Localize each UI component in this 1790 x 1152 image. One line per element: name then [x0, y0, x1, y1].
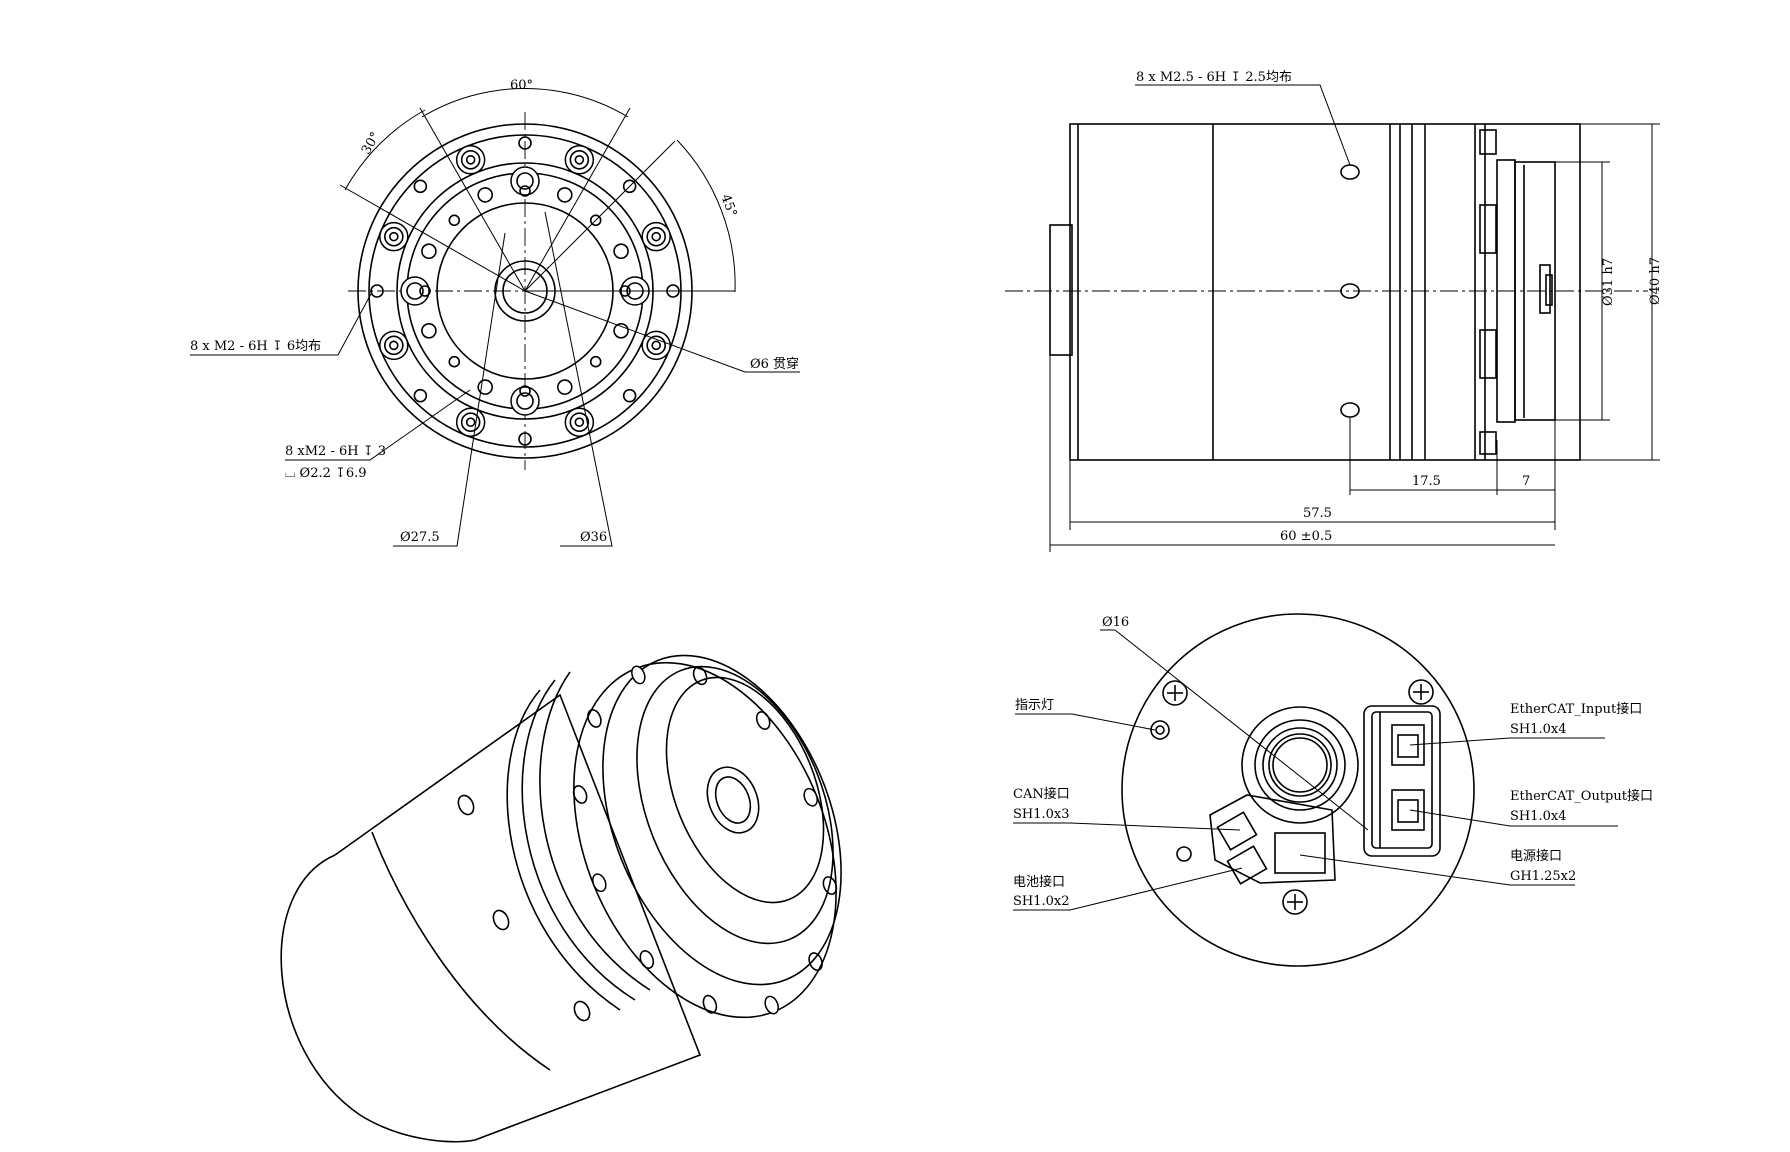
dim-57-5-label: 57.5	[1303, 506, 1332, 521]
outer-bolt-socket	[574, 417, 585, 427]
power-label-2: GH1.25x2	[1510, 869, 1576, 884]
inner-thread-hole	[589, 355, 602, 368]
outer-thread-hole	[518, 432, 532, 446]
flange-bolt-hole	[702, 994, 718, 1014]
mid-hole	[613, 322, 629, 339]
outer-bolt-head	[460, 150, 481, 170]
inner-thread-note-2: ⌴ Ø2.2 ↧6.9	[285, 466, 367, 481]
ecat-output-label-1: EtherCAT_Output接口	[1510, 788, 1653, 804]
mounting-holes	[370, 136, 680, 446]
outer-bolt-socket	[389, 340, 399, 351]
dia-27-5-label: Ø27.5	[400, 530, 440, 545]
inner-thread-hole	[448, 355, 461, 368]
outer-thread-hole	[622, 179, 637, 194]
dia-16-label: Ø16	[1102, 615, 1129, 630]
mid-hole	[477, 187, 494, 203]
dim-60-label: 60 ±0.5	[1280, 529, 1332, 544]
inner-thread-hole	[419, 285, 431, 297]
outer-bolt	[641, 221, 671, 252]
outer-bolt	[641, 330, 671, 361]
dia-40-label: Ø40 h7	[1648, 257, 1663, 305]
outer-bolt-head	[646, 335, 666, 356]
outer-bolt-head	[569, 150, 590, 170]
side-view: 8 x M2.5 - 6H ↧ 2.5均布 Ø31 h7 Ø40 h7 17.5…	[1005, 70, 1663, 552]
outer-bolt-socket	[651, 340, 661, 351]
outer-bolt-socket	[651, 231, 661, 242]
side-thread-note: 8 x M2.5 - 6H ↧ 2.5均布	[1136, 70, 1292, 85]
mid-hole	[421, 243, 437, 260]
inner-screw	[400, 276, 430, 306]
mid-hole	[556, 379, 573, 395]
flange-bolt-hole	[587, 708, 602, 728]
flange-bolt-hole	[755, 711, 771, 730]
outer-bolt-socket	[389, 231, 399, 242]
battery-label-2: SH1.0x2	[1013, 894, 1070, 909]
outer-thread-note: 8 x M2 - 6H ↧ 6均布	[190, 339, 321, 354]
ecat-input-label-1: EtherCAT_Input接口	[1510, 701, 1642, 717]
angle-60-label: 60°	[510, 78, 533, 93]
outer-bolt	[455, 145, 486, 175]
outer-bolt-head	[384, 335, 404, 356]
front-view: 60° 30° 45° 8 x M2 - 6H ↧ 6均布 8 xM2 - 6H…	[190, 78, 800, 547]
outer-bolt-head	[569, 412, 590, 432]
inner-thread-hole	[589, 214, 602, 227]
rear-view: Ø16 指示灯 CAN接口 SH1.0x3 电池接口 SH1.0x2 Ether…	[1013, 613, 1653, 967]
inner-thread-hole	[448, 214, 461, 227]
outer-thread-hole	[370, 284, 384, 298]
inner-screw-head	[516, 172, 534, 190]
mid-hole	[421, 322, 437, 339]
mid-hole	[613, 243, 629, 260]
power-label-1: 电源接口	[1510, 848, 1562, 864]
outer-thread-hole	[413, 179, 428, 194]
outer-thread-hole	[622, 388, 637, 403]
dim-7-label: 7	[1522, 474, 1530, 489]
outer-bolt	[379, 221, 409, 252]
angle-45-label: 45°	[717, 192, 739, 219]
flange-bolt-hole	[808, 952, 823, 972]
bore-note: Ø6 贯穿	[750, 356, 799, 372]
inner-screw	[510, 386, 540, 416]
flange-bolt-hole	[803, 787, 818, 807]
outer-bolt	[564, 407, 595, 437]
outer-bolt	[564, 145, 595, 175]
inner-thread-hole	[519, 385, 531, 397]
outer-bolt-socket	[465, 155, 476, 165]
inner-thread-note-1: 8 xM2 - 6H ↧ 3	[285, 444, 386, 459]
outer-bolt-socket	[465, 417, 476, 427]
indicator-label: 指示灯	[1015, 698, 1054, 713]
dia-31-label: Ø31 h7	[1601, 258, 1616, 306]
outer-bolt-head	[384, 226, 404, 247]
outer-bolt	[379, 330, 409, 361]
can-label-1: CAN接口	[1013, 786, 1070, 802]
flange-bolt-hole	[639, 950, 655, 969]
dim-17-5-label: 17.5	[1412, 474, 1441, 489]
flange-bolt-hole	[822, 876, 838, 895]
flange-bolt-hole	[631, 665, 646, 685]
dia-36-label: Ø36	[580, 530, 607, 545]
outer-thread-hole	[413, 388, 428, 403]
inner-thread-hole	[519, 185, 531, 197]
ecat-output-label-2: SH1.0x4	[1510, 809, 1567, 824]
inner-screw-head	[516, 392, 534, 410]
outer-bolt-head	[460, 412, 481, 432]
outer-bolt-socket	[574, 155, 585, 165]
inner-screw	[510, 166, 540, 196]
flange-bolt-hole	[592, 873, 607, 893]
flange-bolt-hole	[692, 666, 708, 686]
isometric-view	[280, 654, 842, 1143]
ecat-input-label-2: SH1.0x4	[1510, 722, 1567, 737]
mid-hole	[556, 187, 573, 203]
mid-hole	[477, 379, 494, 395]
angle-30-label: 30°	[359, 130, 384, 157]
outer-bolt	[455, 407, 486, 437]
flange-bolts	[572, 665, 838, 1015]
flange-bolt-hole	[764, 995, 779, 1015]
flange-bolt-hole	[572, 785, 588, 804]
can-label-2: SH1.0x3	[1013, 807, 1070, 822]
battery-label-1: 电池接口	[1013, 874, 1065, 890]
outer-thread-hole	[518, 136, 532, 150]
outer-bolt-head	[646, 226, 666, 247]
inner-screw-head	[406, 282, 424, 300]
